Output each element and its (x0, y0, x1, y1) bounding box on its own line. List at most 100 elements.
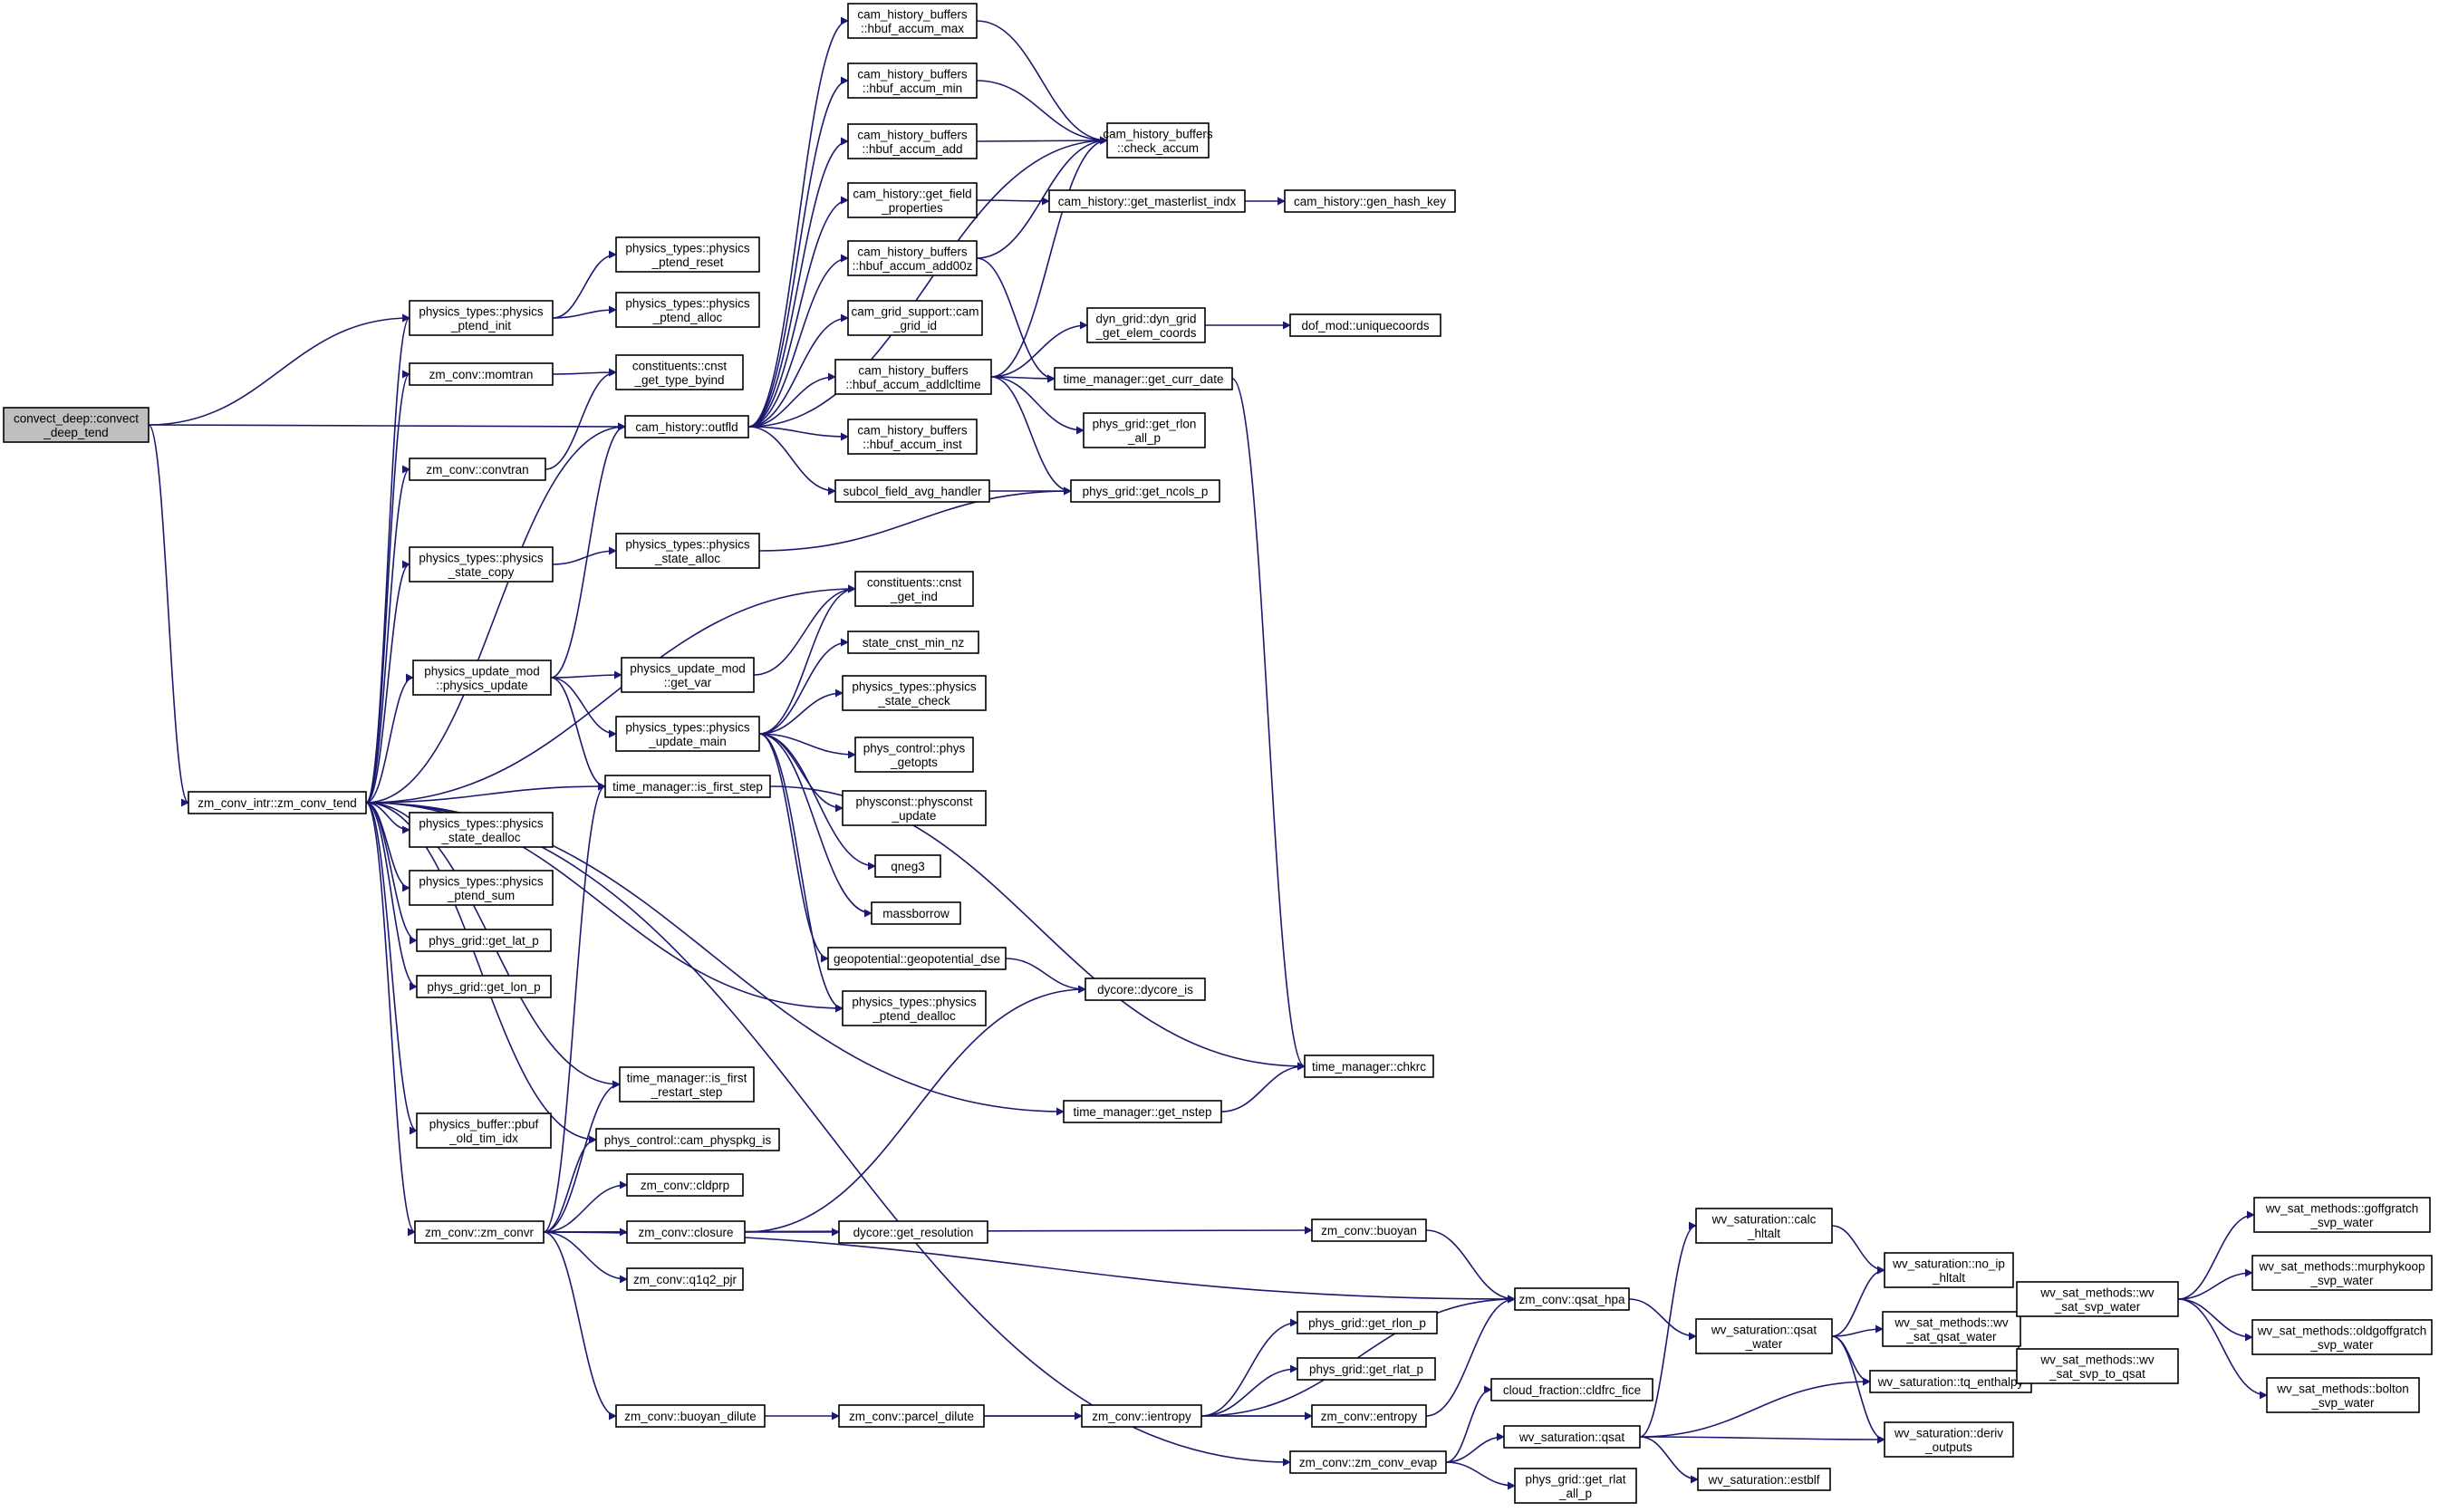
node-state-cnst-min-nz[interactable]: state_cnst_min_nz (847, 631, 979, 654)
node-state-alloc[interactable]: physics_types::physics_state_alloc (615, 533, 760, 569)
edge-hbuf_accum_add00z-to-get_curr_date (976, 257, 1056, 383)
node-box (615, 1404, 766, 1428)
node-state-check[interactable]: physics_types::physics_state_check (842, 675, 987, 711)
node-hbuf-accum-add[interactable]: cam_history_buffers::hbuf_accum_add (847, 123, 978, 159)
node-physconst-update[interactable]: physconst::physconst_update (842, 790, 987, 826)
node-zm-conv-tend[interactable]: zm_conv_intr::zm_conv_tend (188, 791, 367, 814)
node-get-masterlist-indx[interactable]: cam_history::get_masterlist_indx (1048, 189, 1246, 213)
node-cam-physpkg-is[interactable]: phys_control::cam_physpkg_is (595, 1128, 780, 1151)
node-estblf[interactable]: wv_saturation::estblf (1697, 1468, 1831, 1491)
node-label: physics_types::physics (852, 679, 977, 693)
node-ientropy[interactable]: zm_conv::ientropy (1081, 1404, 1202, 1428)
node-q1q2-pjr[interactable]: zm_conv::q1q2_pjr (626, 1267, 744, 1291)
node-geopotential-dse[interactable]: geopotential::geopotential_dse (827, 947, 1007, 970)
node-convtran[interactable]: zm_conv::convtran (409, 457, 546, 481)
node-uniquecoords[interactable]: dof_mod::uniquecoords (1289, 313, 1441, 337)
node-get-rlat-all-p[interactable]: phys_grid::get_rlat_all_p (1514, 1468, 1637, 1504)
node-physics-update[interactable]: physics_update_mod::physics_update (412, 660, 552, 696)
node-cldprp[interactable]: zm_conv::cldprp (626, 1173, 744, 1197)
edge-outfld-to-hbuf_accum_inst (747, 426, 849, 441)
node-pbuf-old-tim[interactable]: physics_buffer::pbuf_old_tim_idx (416, 1112, 552, 1149)
edge-zm_conv_tend-to-convtran (365, 465, 410, 804)
node-label: time_manager::get_curr_date (1063, 372, 1223, 386)
node-get-ncols-p[interactable]: phys_grid::get_ncols_p (1070, 479, 1220, 503)
node-box (2253, 1197, 2431, 1233)
node-chkrc[interactable]: time_manager::chkrc (1304, 1055, 1434, 1078)
node-get-field-properties[interactable]: cam_history::get_field_properties (847, 182, 978, 218)
node-check-accum[interactable]: cam_history_buffers::check_accum (1103, 122, 1213, 159)
node-get-lat-p[interactable]: phys_grid::get_lat_p (416, 929, 552, 952)
node-get-var[interactable]: physics_update_mod::get_var (621, 657, 755, 693)
node-zm-convr[interactable]: zm_conv::zm_convr (414, 1220, 545, 1244)
node-hbuf-accum-inst[interactable]: cam_history_buffers::hbuf_accum_inst (847, 419, 978, 455)
node-momtran[interactable]: zm_conv::momtran (409, 362, 554, 386)
node-get-elem-coords[interactable]: dyn_grid::dyn_grid_get_elem_coords (1086, 307, 1206, 343)
node-murphykoop[interactable]: wv_sat_methods::murphykoop_svp_water (2251, 1255, 2433, 1291)
node-dycore-is[interactable]: dycore::dycore_is (1085, 978, 1206, 1001)
node-label: zm_conv::zm_convr (425, 1226, 535, 1239)
node-state-copy[interactable]: physics_types::physics_state_copy (409, 546, 554, 583)
node-zm-buoyan[interactable]: zm_conv::buoyan (1311, 1218, 1427, 1242)
node-box (847, 63, 978, 99)
node-ptend-alloc[interactable]: physics_types::physics_ptend_alloc (615, 292, 760, 328)
node-hbuf-accum-add00z[interactable]: cam_history_buffers::hbuf_accum_add00z (847, 240, 978, 276)
node-gen-hash-key[interactable]: cam_history::gen_hash_key (1284, 189, 1456, 213)
node-bolton[interactable]: wv_sat_methods::bolton_svp_water (2266, 1377, 2420, 1413)
node-outfld[interactable]: cam_history::outfld (624, 415, 749, 438)
node-get-lon-p[interactable]: phys_grid::get_lon_p (416, 975, 552, 998)
node-get-curr-date[interactable]: time_manager::get_curr_date (1054, 367, 1233, 390)
node-update-main[interactable]: physics_types::physics_update_main (615, 716, 760, 752)
edge-update_main-to-state_cnst_min_nz (758, 638, 849, 735)
node-ptend-reset[interactable]: physics_types::physics_ptend_reset (615, 236, 760, 273)
node-is-first-restart[interactable]: time_manager::is_first_restart_step (619, 1066, 755, 1103)
node-label: cam_grid_support::cam (851, 304, 978, 318)
node-qsat-water[interactable]: wv_saturation::qsat_water (1695, 1318, 1833, 1354)
node-qsat-hpa[interactable]: zm_conv::qsat_hpa (1514, 1287, 1630, 1311)
node-get-rlat-p[interactable]: phys_grid::get_rlat_p (1297, 1357, 1436, 1381)
node-massborrow[interactable]: massborrow (871, 901, 961, 925)
node-zm-conv-evap[interactable]: zm_conv::zm_conv_evap (1289, 1450, 1447, 1474)
node-calc-hltalt[interactable]: wv_saturation::calc_hltalt (1695, 1208, 1833, 1244)
node-closure[interactable]: zm_conv::closure (626, 1220, 746, 1244)
node-buoyan-dilute[interactable]: zm_conv::buoyan_dilute (615, 1404, 766, 1428)
node-ptend-sum[interactable]: physics_types::physics_ptend_sum (409, 870, 554, 906)
node-get-resolution[interactable]: dycore::get_resolution (838, 1220, 988, 1244)
node-hbuf-accum-min[interactable]: cam_history_buffers::hbuf_accum_min (847, 63, 978, 99)
node-label: _getopts (890, 756, 938, 769)
edge-zm_conv_evap-to-wv_qsat (1445, 1432, 1505, 1463)
node-is-first-step[interactable]: time_manager::is_first_step (604, 775, 771, 798)
node-get-rlon-all-p[interactable]: phys_grid::get_rlon_all_p (1083, 412, 1206, 448)
node-cam-grid-id[interactable]: cam_grid_support::cam_grid_id (847, 300, 983, 336)
node-no-ip-hltalt[interactable]: wv_saturation::no_ip_hltalt (1884, 1252, 2014, 1288)
node-zm-entropy[interactable]: zm_conv::entropy (1311, 1404, 1427, 1428)
node-goffgratch[interactable]: wv_sat_methods::goffgratch_svp_water (2253, 1197, 2431, 1233)
node-box (1297, 1311, 1438, 1334)
node-box (871, 901, 961, 925)
edge-outfld-to-subcol_field_avg (747, 426, 836, 496)
node-wv-sat-qsat-water[interactable]: wv_sat_methods::wv_sat_qsat_water (1882, 1311, 2021, 1347)
node-wv-sat-svp-to-qsat[interactable]: wv_sat_methods::wv_sat_svp_to_qsat (2016, 1348, 2179, 1384)
node-get-rlon-p[interactable]: phys_grid::get_rlon_p (1297, 1311, 1438, 1334)
node-cnst-get-ind[interactable]: constituents::cnst_get_ind (854, 571, 974, 607)
node-hbuf-accum-max[interactable]: cam_history_buffers::hbuf_accum_max (847, 3, 978, 39)
node-label: _sat_svp_to_qsat (2049, 1367, 2145, 1381)
node-wv-sat-svp-water[interactable]: wv_sat_methods::wv_sat_svp_water (2016, 1281, 2179, 1317)
node-deriv-outputs[interactable]: wv_saturation::deriv_outputs (1884, 1421, 2014, 1458)
node-cnst-get-type-byind[interactable]: constituents::cnst_get_type_byind (615, 354, 744, 390)
edge-hbuf_accum_addlcltime-to-check_accum (990, 136, 1108, 378)
node-parcel-dilute[interactable]: zm_conv::parcel_dilute (838, 1404, 985, 1428)
node-cldfrc-fice[interactable]: cloud_fraction::cldfrc_fice (1490, 1378, 1653, 1401)
node-phys-getopts[interactable]: phys_control::phys_getopts (854, 737, 974, 773)
node-ptend-init[interactable]: physics_types::physics_ptend_init (409, 300, 554, 336)
node-qneg3[interactable]: qneg3 (874, 854, 941, 878)
node-convect-deep[interactable]: convect_deep::convect_deep_tend (3, 407, 149, 443)
node-get-nstep[interactable]: time_manager::get_nstep (1063, 1100, 1222, 1123)
node-oldgoffgratch[interactable]: wv_sat_methods::oldgoffgratch_svp_water (2251, 1319, 2433, 1355)
node-box (409, 870, 554, 906)
node-wv-qsat[interactable]: wv_saturation::qsat (1503, 1425, 1641, 1449)
node-tq-enthalpy[interactable]: wv_saturation::tq_enthalpy (1869, 1370, 2032, 1393)
node-state-dealloc[interactable]: physics_types::physics_state_dealloc (409, 812, 554, 848)
node-ptend-dealloc[interactable]: physics_types::physics_ptend_dealloc (842, 990, 987, 1026)
node-hbuf-accum-addlcltime[interactable]: cam_history_buffers::hbuf_accum_addlclti… (834, 359, 992, 395)
node-subcol-field-avg[interactable]: subcol_field_avg_handler (834, 479, 990, 503)
